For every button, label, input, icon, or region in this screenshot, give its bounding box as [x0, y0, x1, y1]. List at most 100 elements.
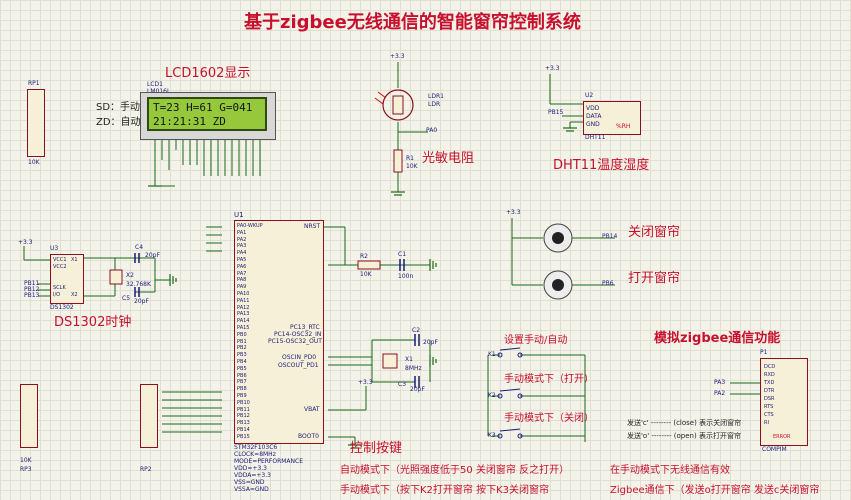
mcu-pin-label: PB14 — [237, 427, 250, 433]
dht-part: DHT11 — [585, 134, 606, 141]
ds-pin-vcc1: VCC1 — [53, 257, 67, 263]
mcu-pin-label: PA13 — [237, 311, 250, 318]
zig-net-pa3: PA3 — [714, 379, 726, 386]
button-3-label: 手动模式下（关闭） — [504, 413, 594, 424]
mcu-info-vdda: VDDA=+3.3 — [234, 472, 271, 479]
c2-ref: C2 — [412, 327, 421, 334]
buttons-caption: 控制按键 — [350, 441, 403, 456]
mcu-pin-pc15: PC15-OSC32_OUT — [268, 338, 322, 345]
power-label-ldr: +3.3 — [390, 53, 405, 60]
ldr-ref: LDR1 — [428, 93, 444, 100]
zig-pin-rts: RTS — [764, 404, 774, 410]
rp3-ref: RP3 — [20, 466, 32, 473]
lcd-sd-label: SD：手动 — [96, 102, 141, 113]
mcu-ref: U1 — [234, 211, 244, 219]
mcu-part: STM32F103C6 — [234, 444, 278, 451]
mcu-pin-label: PA12 — [237, 304, 250, 311]
mcu-pin-label: PA15 — [237, 325, 250, 331]
mcu-pin-label: PA11 — [237, 297, 250, 304]
zig-pin-ri: RI — [764, 420, 769, 426]
power-label-dht: +3.3 — [545, 65, 560, 72]
mcu-pin-label: PB15 — [237, 433, 250, 440]
zig-pin-cts: CTS — [764, 412, 774, 418]
ds-pin-sclk: SCLK — [53, 285, 66, 291]
mcu-pin-boot0: BOOT0 — [298, 433, 319, 440]
page-title: 基于zigbee无线通信的智能窗帘控制系统 — [244, 12, 581, 33]
mcu-pin-label: PB11 — [237, 406, 250, 413]
c3-ref: C3 — [398, 381, 407, 388]
rp3-resistor-pack — [20, 384, 38, 448]
dht-pin-gnd: GND — [586, 121, 600, 128]
zig-pin-rxd: RXD — [764, 372, 775, 378]
r1-value: 10K — [406, 163, 418, 170]
zigbee-part: COMPIM — [762, 446, 787, 453]
zig-pin-dsr: DSR — [764, 396, 775, 402]
ds-pin-x1: X1 — [71, 257, 78, 263]
lcd-line-1: T=23 H=61 G=041 — [153, 101, 253, 114]
c5-ref: C5 — [122, 295, 131, 302]
mcu-pin-label: PA14 — [237, 318, 250, 325]
ds1302-chip: VCC1 VCC2 SCLK I/O X1 X2 — [50, 254, 84, 304]
power-label-vbat: +3.3 — [358, 379, 373, 386]
c1-value: 100n — [398, 273, 414, 280]
mcu-pin-label: PA7 — [237, 270, 247, 277]
ds-net-pb11: PB11 — [24, 280, 40, 287]
zig-net-pa2: PA2 — [714, 390, 726, 397]
r2-value: 10K — [360, 271, 372, 278]
mcu-pin-label: PB6 — [237, 372, 247, 379]
button-1-ref: K1 — [488, 351, 496, 358]
mcu-info-vdd: VDD=+3.3 — [234, 465, 267, 472]
ds-pin-io: I/O — [53, 292, 61, 298]
zigbee-caption: 模拟zigbee通信功能 — [654, 331, 781, 346]
mcu-pin-label: PB4 — [237, 359, 247, 365]
x2-value: 32.768K — [126, 281, 151, 288]
mcu-pin-label: PA2 — [237, 236, 247, 243]
dht11-sensor: VDD DATA GND %RH — [583, 101, 641, 135]
lcd-zd-label: ZD：自动 — [96, 117, 141, 128]
mcu-info-vss: VSS=GND — [234, 479, 265, 486]
mcu-pin-label: PB10 — [237, 399, 250, 406]
rp1-resistor-pack — [27, 89, 45, 157]
rp2-resistor-pack — [140, 384, 158, 448]
ldr-pin: PA0 — [426, 127, 438, 134]
motor-open-pin: PB6 — [602, 280, 614, 287]
dht-ref: U2 — [585, 92, 594, 99]
zig-pin-txd: TXD — [764, 380, 775, 386]
mcu-pin-label: PA8 — [237, 277, 247, 284]
dht-pin-vdd: VDD — [586, 105, 600, 112]
lcd-line-2: 21:21:31 ZD — [153, 115, 226, 128]
note-auto-mode: 自动模式下（光照强度低于50 关闭窗帘 反之打开） — [340, 465, 570, 476]
mcu-pin-label: PB9 — [237, 393, 247, 399]
ldr-part: LDR — [428, 101, 441, 108]
c1-ref: C1 — [398, 251, 407, 258]
mcu-pin-label: PB2 — [237, 345, 247, 352]
power-label-ds1302: +3.3 — [18, 239, 33, 246]
mcu-pin-label: PA6 — [237, 263, 247, 270]
mcu-pin-label: PB13 — [237, 420, 250, 427]
note-manual-wireless: 在手动模式下无线通信有效 — [610, 465, 730, 476]
mcu-pin-label: PA4 — [237, 250, 247, 257]
ds-net-pb12: PB12 — [24, 286, 40, 293]
button-2-ref: K2 — [488, 392, 496, 399]
c3-value: 20pF — [410, 386, 425, 393]
lcd-part: LM016L — [147, 89, 170, 95]
mcu-pin-label: PA1 — [237, 229, 247, 236]
dht-pin-data: DATA — [586, 113, 602, 120]
zigbee-compim: DCD RXD TXD DTR DSR RTS CTS RI ERROR — [760, 358, 808, 446]
zigbee-cmd-c: 发送'c' -------- (close) 表示关闭窗帘 — [627, 419, 742, 427]
ds1302-ref: U3 — [50, 245, 59, 252]
mcu-info-mode: MODE=PERFORMANCE — [234, 458, 304, 465]
c4-ref: C4 — [135, 244, 144, 251]
zig-pin-dtr: DTR — [764, 388, 775, 394]
r2-ref: R2 — [360, 253, 368, 260]
rp3-value: 10K — [20, 457, 32, 464]
lcd-caption: LCD1602显示 — [165, 66, 251, 81]
mcu-pin-pc14: PC14-OSC32_IN — [274, 331, 322, 338]
mcu-pin-label: PB1 — [237, 338, 247, 345]
mcu-pin-label: PB8 — [237, 386, 247, 393]
ldr-caption: 光敏电阻 — [422, 151, 475, 166]
lcd-screen: T=23 H=61 G=041 21:21:31 ZD — [147, 97, 267, 131]
rp1-value: 10K — [28, 159, 40, 166]
mcu-pin-vbat: VBAT — [304, 406, 320, 413]
